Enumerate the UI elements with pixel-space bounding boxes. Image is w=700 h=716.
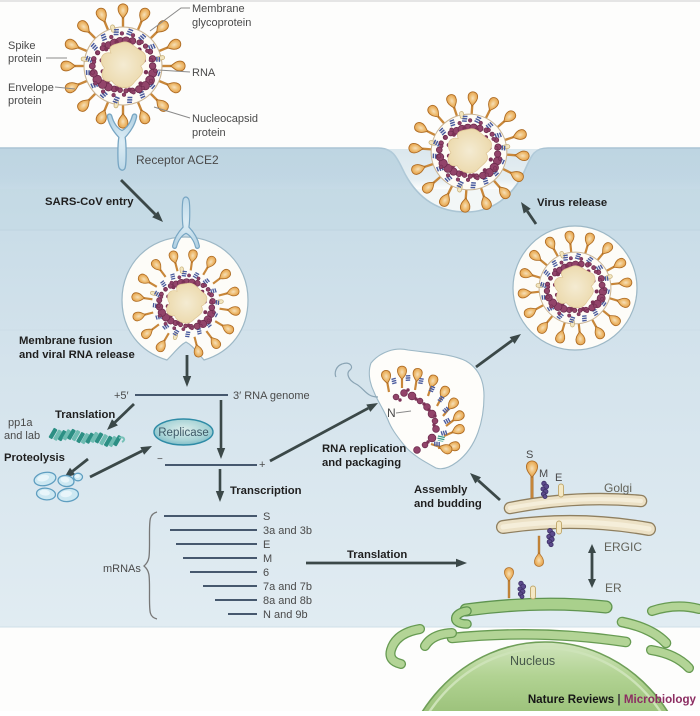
- svg-text:SARS-CoV entry: SARS-CoV entry: [45, 196, 134, 208]
- svg-text:N: N: [387, 406, 396, 420]
- svg-text:RNA replication: RNA replication: [322, 443, 406, 455]
- svg-text:glycoprotein: glycoprotein: [192, 17, 251, 29]
- svg-text:Spike: Spike: [8, 40, 36, 52]
- svg-text:protein: protein: [8, 95, 42, 107]
- svg-text:Replicase: Replicase: [158, 427, 209, 439]
- svg-text:Translation: Translation: [347, 549, 407, 561]
- svg-text:7a and 7b: 7a and 7b: [263, 581, 312, 593]
- svg-text:Nature Reviews | Microbiology: Nature Reviews | Microbiology: [528, 693, 697, 706]
- svg-text:Nucleus: Nucleus: [510, 654, 555, 668]
- svg-text:+: +: [259, 459, 265, 471]
- svg-text:protein: protein: [192, 127, 226, 139]
- svg-text:+5′: +5′: [114, 390, 129, 402]
- svg-text:Envelope: Envelope: [8, 82, 54, 94]
- svg-text:mRNAs: mRNAs: [103, 563, 141, 575]
- svg-text:3a and 3b: 3a and 3b: [263, 525, 312, 537]
- svg-text:3′ RNA genome: 3′ RNA genome: [233, 390, 310, 402]
- svg-text:Proteolysis: Proteolysis: [4, 452, 65, 464]
- svg-text:ER: ER: [605, 581, 622, 595]
- svg-text:S: S: [263, 511, 270, 523]
- svg-text:−: −: [157, 454, 163, 465]
- svg-text:S: S: [526, 449, 533, 461]
- svg-text:8a and 8b: 8a and 8b: [263, 595, 312, 607]
- svg-text:Assembly: Assembly: [414, 484, 468, 496]
- svg-text:ERGIC: ERGIC: [604, 540, 642, 554]
- svg-text:M: M: [539, 468, 548, 480]
- svg-text:and viral RNA release: and viral RNA release: [19, 349, 135, 361]
- svg-text:and budding: and budding: [414, 498, 482, 510]
- svg-text:E: E: [263, 539, 270, 551]
- svg-text:Receptor ACE2: Receptor ACE2: [136, 153, 219, 167]
- svg-text:Transcription: Transcription: [230, 485, 302, 497]
- svg-text:Golgi: Golgi: [604, 481, 632, 495]
- svg-text:Membrane fusion: Membrane fusion: [19, 335, 113, 347]
- svg-text:RNA: RNA: [192, 67, 216, 79]
- svg-text:protein: protein: [8, 53, 42, 65]
- svg-text:and lab: and lab: [4, 430, 40, 442]
- svg-text:pp1a: pp1a: [8, 417, 33, 429]
- svg-text:Translation: Translation: [55, 409, 115, 421]
- svg-text:Virus release: Virus release: [537, 197, 607, 209]
- svg-text:N and 9b: N and 9b: [263, 609, 308, 621]
- svg-text:E: E: [555, 472, 562, 484]
- svg-text:and packaging: and packaging: [322, 457, 401, 469]
- svg-text:M: M: [263, 553, 272, 565]
- svg-text:6: 6: [263, 567, 269, 579]
- svg-text:Membrane: Membrane: [192, 3, 245, 15]
- svg-text:Nucleocapsid: Nucleocapsid: [192, 113, 258, 125]
